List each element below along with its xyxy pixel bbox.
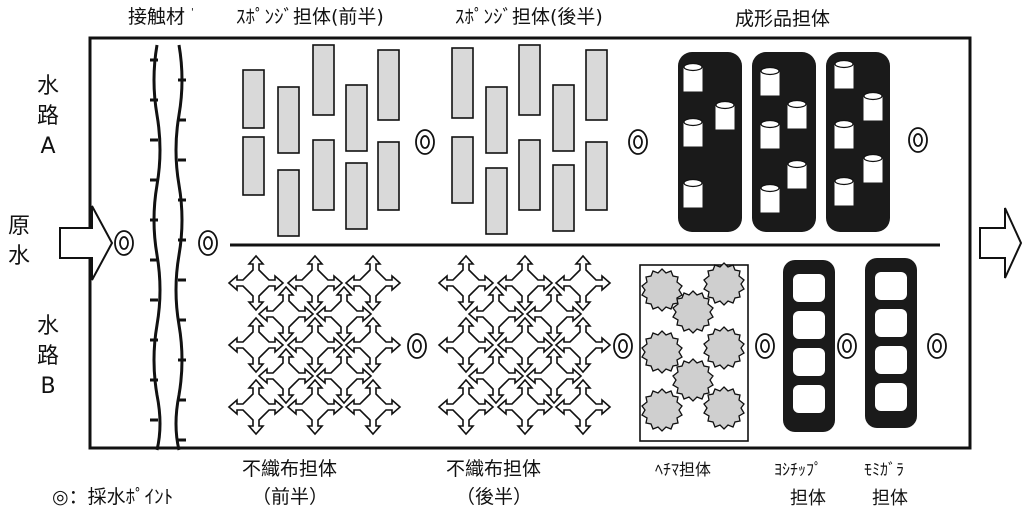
label-nonwoven-second-sub: （後半） — [456, 486, 533, 508]
label-molded-carrier: 成形品担体 — [735, 8, 831, 30]
sampling-point-b5 — [927, 333, 947, 359]
molded-carrier — [678, 52, 890, 232]
sampling-point-a2 — [628, 129, 648, 155]
label-sponge-second: ｽﾎﾟﾝｼﾞ担体(後半) — [455, 6, 603, 28]
label-momigara: ﾓﾐｶﾞﾗ — [864, 460, 905, 479]
sampling-point-a3 — [908, 127, 928, 153]
label-yoshi-chip: ﾖｼﾁｯﾌﾟ — [774, 460, 823, 479]
sampling-point-inlet — [114, 230, 134, 256]
label-nonwoven-first: 不織布担体 — [242, 458, 338, 480]
sampling-point-b4 — [837, 333, 857, 359]
label-hechima-carrier: ﾍﾁﾏ担体 — [655, 460, 712, 479]
label-nonwoven-second: 不織布担体 — [446, 458, 542, 480]
legend-sampling-point: ◎：採水ﾎﾟｲﾝﾄ — [52, 486, 174, 508]
hechima-carrier — [639, 262, 749, 442]
sampling-point-b3 — [755, 333, 775, 359]
label-contact-material: 接触材' — [128, 6, 194, 28]
momigara-carrier — [865, 258, 917, 428]
label-momigara-sub: 担体 — [872, 488, 908, 509]
label-nonwoven-first-sub: （前半） — [252, 486, 329, 508]
sampling-point-b1 — [407, 333, 427, 359]
label-yoshi-chip-sub: 担体 — [790, 488, 826, 509]
nonwoven-carrier-second — [438, 255, 611, 435]
sampling-points — [114, 127, 947, 359]
sampling-point-b2 — [613, 333, 633, 359]
sponge-carrier-first — [242, 44, 400, 237]
sponge-carrier-second — [451, 44, 608, 235]
label-raw-water: 原水 — [7, 214, 30, 269]
contact-material — [150, 44, 186, 451]
nonwoven-carrier-first — [228, 255, 401, 435]
inlet-arrow — [59, 205, 114, 281]
tank-outline — [88, 36, 972, 450]
label-sponge-first: ｽﾎﾟﾝｼﾞ担体(前半) — [236, 6, 384, 28]
sampling-point-after-contact — [198, 230, 218, 256]
outlet-arrow — [979, 207, 1023, 279]
yoshi-chip-carrier — [783, 260, 835, 432]
sampling-point-a1 — [415, 129, 435, 155]
